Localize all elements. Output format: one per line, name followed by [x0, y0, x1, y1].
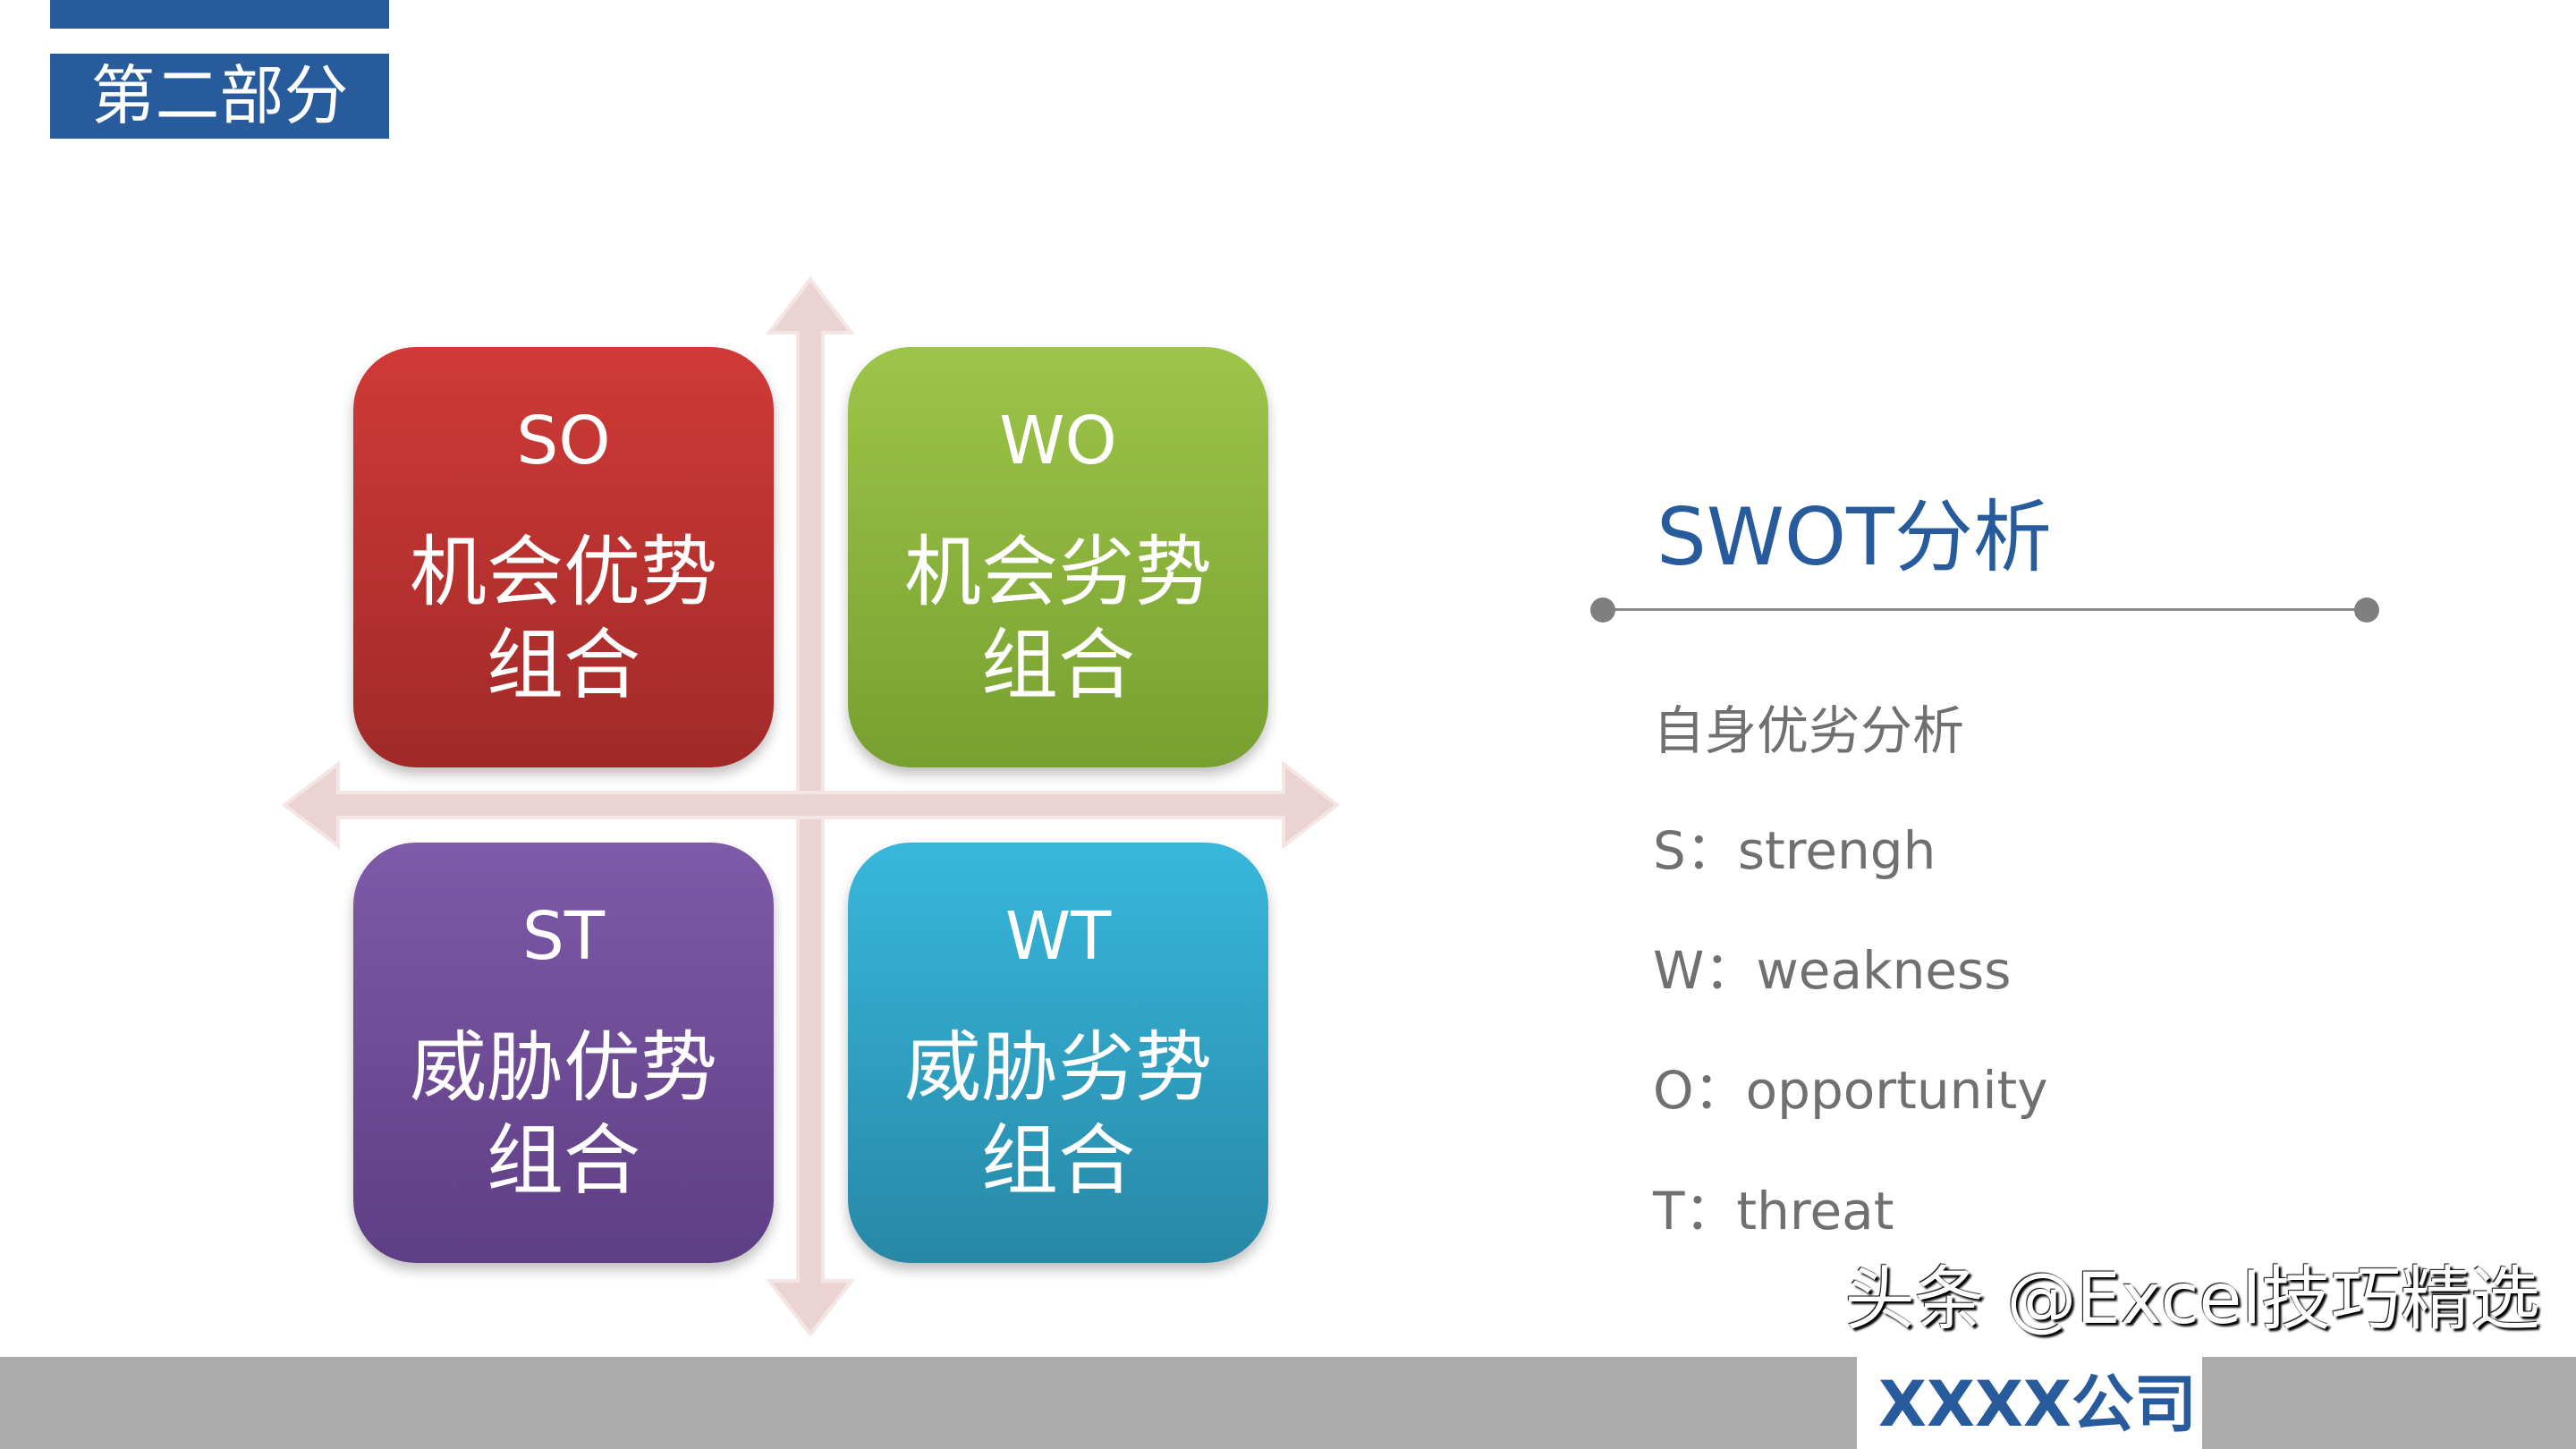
swot-title: SWOT分析 [1657, 491, 2052, 583]
section-label: 第二部分 [50, 54, 389, 139]
quadrant-desc: 威胁劣势组合 [904, 1023, 1212, 1206]
quadrant-code: SO [516, 402, 611, 479]
footer-bar-left [0, 1357, 1857, 1449]
title-divider [1602, 608, 2366, 611]
quadrant-desc: 威胁优势组合 [410, 1023, 717, 1206]
quadrant-wt: WT 威胁劣势组合 [848, 843, 1268, 1263]
company-name: XXXX公司 [1878, 1368, 2197, 1441]
footer-bar-right [2202, 1357, 2576, 1449]
horizontal-arrow [281, 759, 1341, 851]
divider-dot-right [2354, 597, 2379, 623]
quadrant-code: WT [1004, 898, 1112, 975]
quadrant-st: ST 威胁优势组合 [353, 843, 774, 1263]
item-t: T：threat [1653, 1181, 1894, 1241]
quadrant-desc: 机会劣势组合 [904, 528, 1212, 710]
quadrant-code: WO [999, 402, 1117, 479]
item-subtitle: 自身优劣分析 [1653, 700, 1965, 761]
item-w: W：weakness [1653, 940, 2012, 1001]
quadrant-wo: WO 机会劣势组合 [848, 347, 1268, 767]
quadrant-desc: 机会优势组合 [410, 528, 717, 710]
divider-dot-left [1590, 597, 1615, 623]
watermark: 头条 @Excel技巧精选 [1844, 1259, 2540, 1340]
top-accent-bar [50, 0, 389, 29]
quadrant-so: SO 机会优势组合 [353, 347, 774, 767]
item-s: S：strengh [1653, 820, 1936, 881]
quadrant-code: ST [521, 898, 606, 975]
item-o: O：opportunity [1653, 1060, 2048, 1121]
